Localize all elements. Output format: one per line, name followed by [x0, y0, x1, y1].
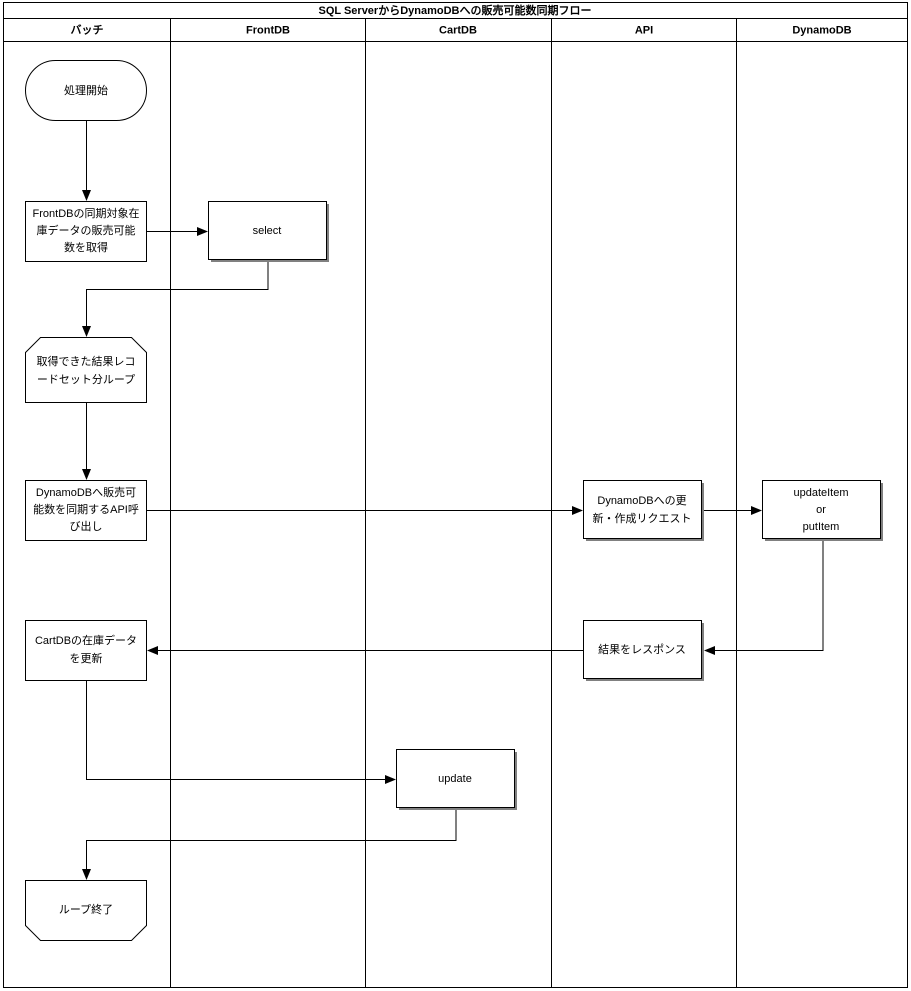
node-dynamo-write-label-line1: updateItem	[793, 487, 848, 499]
node-dynamo-request[interactable]: DynamoDBへの更 新・作成リクエスト	[583, 480, 705, 542]
node-dynamo-request-label-line2: 新・作成リクエスト	[593, 511, 692, 525]
node-loop-start-label-line2: ードセット分ループ	[37, 373, 135, 386]
lane-header-cartdb: CartDB	[439, 24, 477, 36]
node-fetch-front-label-line3: 数を取得	[64, 241, 108, 254]
lane-header-frontdb: FrontDB	[246, 24, 290, 36]
edge-call-api-to-dynamo-request	[147, 506, 583, 515]
edge-select-to-loop-start	[82, 262, 269, 337]
lane-header-batch: バッチ	[71, 23, 104, 36]
node-fetch-front-label-line1: FrontDBの同期対象在	[33, 206, 140, 220]
node-dynamo-request-label-line1: DynamoDBへの更	[597, 495, 686, 507]
node-update-cart-label-line2: を更新	[70, 651, 103, 665]
connector-layer	[82, 121, 824, 880]
node-fetch-front-label-line2: 庫データの販売可能	[37, 223, 136, 237]
node-loop-end[interactable]: ループ終了	[25, 880, 147, 941]
edge-update-cart-to-update	[86, 681, 396, 784]
node-update-cart[interactable]: CartDBの在庫データ を更新	[25, 620, 147, 681]
lane-dividers	[170, 18, 737, 988]
edge-update-to-loop-end	[82, 810, 457, 880]
edge-start-to-fetch-front	[82, 121, 91, 201]
node-dynamo-write-label-line3: putItem	[803, 521, 840, 533]
edge-response-to-update-cart	[147, 646, 583, 655]
node-update-label: update	[438, 773, 472, 785]
diagram-title: SQL ServerからDynamoDBへの販売可能数同期フロー	[318, 3, 591, 17]
node-start[interactable]: 処理開始	[25, 60, 147, 121]
node-response[interactable]: 結果をレスポンス	[583, 620, 705, 682]
node-loop-end-label: ループ終了	[59, 902, 113, 916]
edge-dynamo-write-to-response	[704, 541, 824, 655]
node-loop-start-label-line1: 取得できた結果レコ	[37, 354, 136, 368]
lane-header-api: API	[635, 24, 653, 36]
diagram-frame	[3, 2, 908, 988]
node-call-api[interactable]: DynamoDBへ販売可 能数を同期するAPI呼 び出し	[25, 480, 147, 541]
node-update-cart-label-line1: CartDBの在庫データ	[35, 633, 137, 647]
edge-fetch-front-to-select	[147, 227, 208, 236]
node-call-api-label-line1: DynamoDBへ販売可	[36, 486, 136, 499]
edge-dynamo-request-to-dynamo-write	[704, 506, 762, 515]
node-select[interactable]: select	[208, 201, 330, 263]
node-dynamo-write-label-line2: or	[816, 504, 826, 516]
node-loop-start[interactable]: 取得できた結果レコ ードセット分ループ	[25, 337, 147, 403]
edge-loop-start-to-call-api	[82, 403, 91, 480]
node-call-api-label-line2: 能数を同期するAPI呼	[33, 502, 139, 516]
node-response-label: 結果をレスポンス	[598, 642, 686, 656]
node-fetch-front[interactable]: FrontDBの同期対象在 庫データの販売可能 数を取得	[25, 201, 147, 262]
node-start-label: 処理開始	[64, 83, 108, 97]
node-dynamo-write[interactable]: updateItem or putItem	[762, 480, 884, 542]
node-update[interactable]: update	[396, 749, 518, 811]
lane-header-dynamodb: DynamoDB	[792, 24, 851, 36]
node-select-label: select	[253, 225, 282, 237]
node-call-api-label-line3: び出し	[70, 519, 103, 533]
